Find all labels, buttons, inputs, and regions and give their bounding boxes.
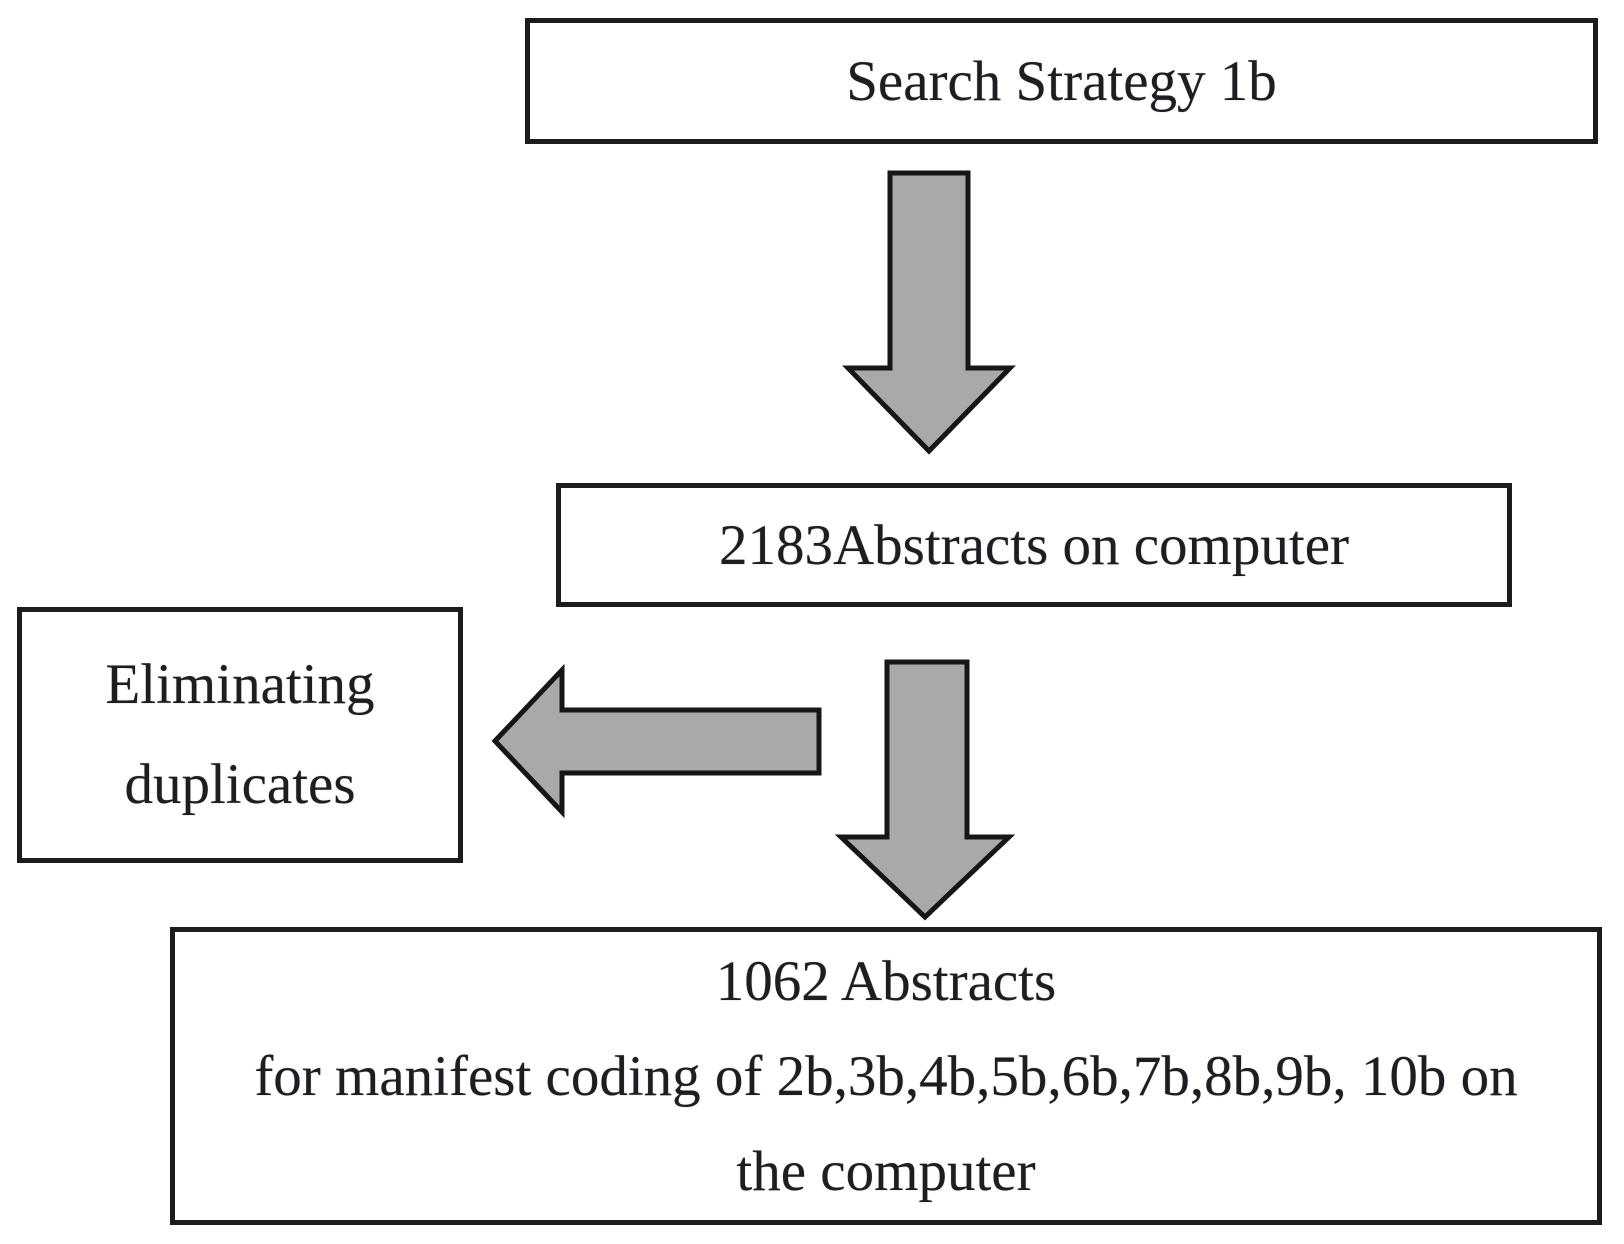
left-arrow-shape bbox=[491, 663, 822, 819]
down-arrow-shape bbox=[842, 170, 1016, 455]
down-arrow-shape bbox=[834, 659, 1016, 921]
final-abstracts-line1: 1062 Abstracts bbox=[715, 949, 1057, 1013]
left-arrow-icon bbox=[491, 663, 822, 819]
eliminating-duplicates-line2: duplicates bbox=[124, 753, 356, 816]
abstracts-on-computer-label: 2183Abstracts on computer bbox=[718, 513, 1350, 577]
final-abstracts-line3: the computer bbox=[736, 1139, 1036, 1203]
eliminating-duplicates-box: Eliminating duplicates bbox=[17, 607, 463, 863]
search-strategy-label: Search Strategy 1b bbox=[846, 49, 1277, 113]
final-abstracts-box: 1062 Abstracts for manifest coding of 2b… bbox=[170, 927, 1602, 1225]
eliminating-duplicates-line1: Eliminating bbox=[105, 653, 375, 716]
search-strategy-box: Search Strategy 1b bbox=[525, 18, 1598, 144]
down-arrow-icon bbox=[834, 659, 1016, 921]
final-abstracts-line2: for manifest coding of 2b,3b,4b,5b,6b,7b… bbox=[254, 1044, 1518, 1108]
abstracts-on-computer-box: 2183Abstracts on computer bbox=[556, 483, 1512, 607]
down-arrow-icon bbox=[842, 170, 1016, 455]
